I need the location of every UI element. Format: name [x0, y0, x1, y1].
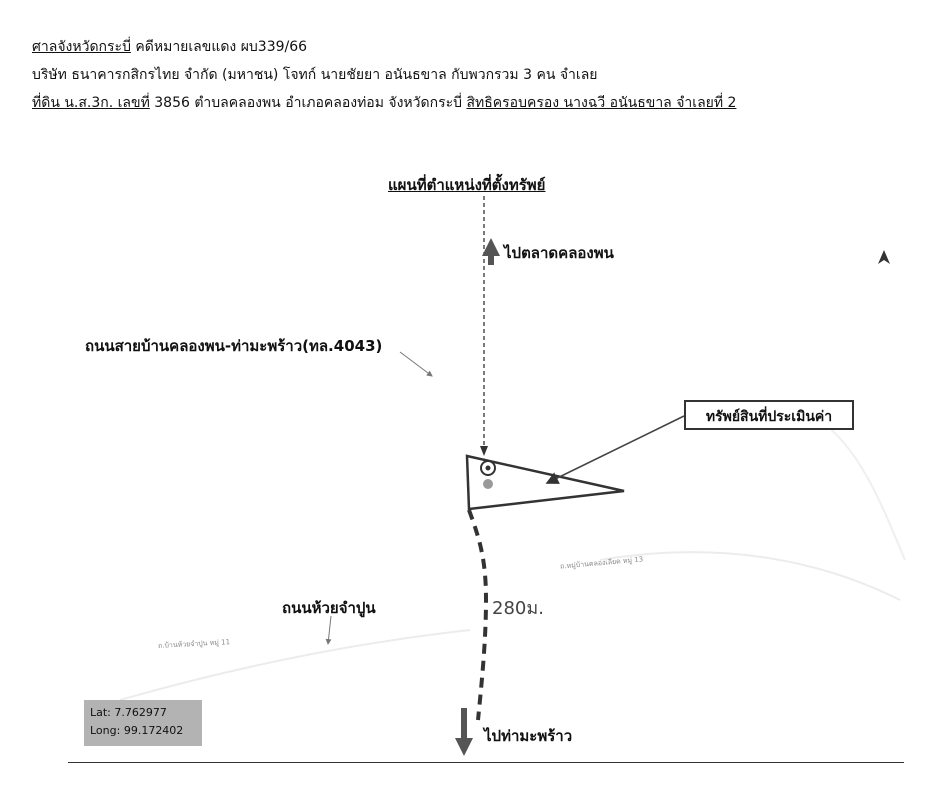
south-direction-arrow [455, 708, 473, 756]
header-line-3: ที่ดิน น.ส.3ก. เลขที่ 3856 ตำบลคลองพน อำ… [32, 94, 736, 112]
land-location: 3856 ตำบลคลองพน อำเภอคลองท่อม จังหวัดกระ… [149, 95, 467, 111]
pointer-arrowhead [480, 446, 488, 456]
bottom-divider [68, 762, 904, 763]
court-name: ศาลจังหวัดกระบี่ [32, 39, 131, 55]
access-road-dashed [467, 509, 489, 721]
header-line-1: ศาลจังหวัดกระบี่ คดีหมายเลขแดง ผบ339/66 [32, 38, 307, 56]
distance-label: 280ม. [492, 598, 544, 619]
location-pin-icon [480, 460, 496, 489]
asset-label-box: ทรัพย์สินที่ประเมินค่า [684, 400, 854, 430]
asset-pointer [545, 415, 685, 484]
coordinates-box: Lat: 7.762977 Long: 99.172402 [84, 700, 202, 746]
north-direction-label: ไปตลาดคลองพน [504, 244, 614, 262]
lane-pointer [325, 615, 332, 645]
map-title: แผนที่ตำแหน่งที่ตั้งทรัพย์ [388, 176, 546, 194]
north-arrow-icon [878, 250, 890, 264]
longitude: Long: 99.172402 [90, 724, 184, 737]
latitude: Lat: 7.762977 [90, 706, 167, 719]
north-direction-arrow [482, 238, 500, 265]
lane-road-label: ถนนห้วยจำปูน [282, 599, 376, 617]
main-road-label: ถนนสายบ้านคลองพน-ท่ามะพร้าว(ทล.4043) [85, 337, 383, 355]
land-title-label: ที่ดิน น.ส.3ก. เลขที่ [32, 95, 150, 111]
south-direction-label: ไปท่ามะพร้าว [484, 727, 573, 745]
land-plot-shape [465, 454, 625, 511]
header-line-2: บริษัท ธนาคารกสิกรไทย จำกัด (มหาชน) โจทก… [32, 67, 598, 83]
rights-holder: สิทธิครอบครอง นางฉวี อนันธขาล จำเลยที่ 2 [466, 95, 737, 111]
road-pointer [399, 351, 433, 377]
case-number: คดีหมายเลขแดง ผบ339/66 [130, 39, 308, 55]
